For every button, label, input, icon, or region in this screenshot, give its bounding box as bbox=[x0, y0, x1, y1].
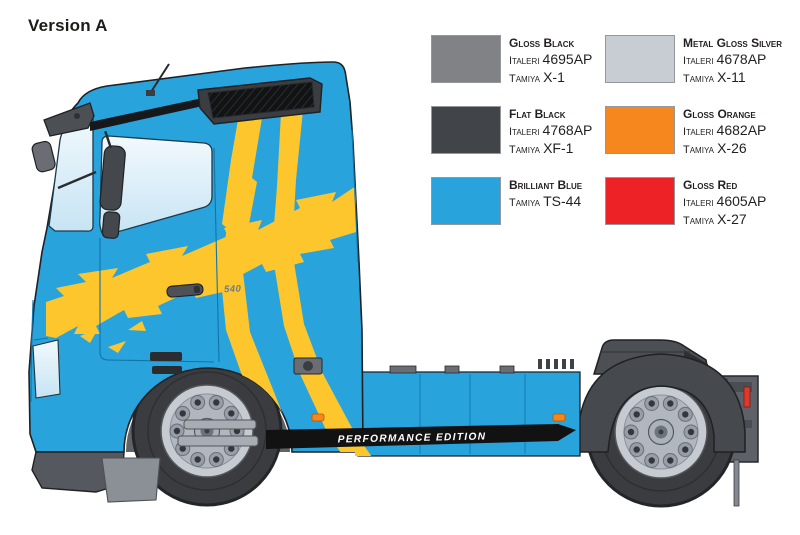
paint-brand-line: Italeri 4678AP bbox=[683, 51, 767, 67]
cab-panel-seams bbox=[30, 129, 359, 403]
rear-mudguard bbox=[577, 353, 746, 453]
paint-name: Gloss Orange bbox=[683, 107, 756, 121]
front-bumper-lower bbox=[31, 451, 161, 503]
kerb-mirror bbox=[31, 140, 56, 173]
catwalk-teeth bbox=[538, 359, 574, 369]
paint-entry-metal-gloss-silver: Metal Gloss Silver Italeri 4678AP Tamiya… bbox=[605, 35, 800, 106]
paint-brand-line: Italeri 4682AP bbox=[683, 122, 767, 138]
paint-brand-line: Tamiya X-26 bbox=[683, 140, 747, 156]
cab-accent-stripe bbox=[90, 96, 212, 131]
paint-swatch bbox=[605, 35, 675, 83]
paint-name: Gloss Red bbox=[683, 178, 738, 192]
paint-name: Gloss Black bbox=[509, 36, 575, 50]
door-handle bbox=[166, 283, 204, 298]
paint-legend: Gloss Black Italeri 4695AP Tamiya X-1 Me… bbox=[431, 35, 800, 248]
paint-brand-line: Tamiya X-11 bbox=[683, 69, 746, 85]
paint-brand-line: Tamiya XF-1 bbox=[509, 140, 574, 156]
paint-entry-gloss-black: Gloss Black Italeri 4695AP Tamiya X-1 bbox=[431, 35, 605, 106]
paint-swatch bbox=[431, 35, 501, 83]
tail-light bbox=[743, 386, 751, 408]
paint-swatch bbox=[605, 106, 675, 154]
cab-windows bbox=[48, 111, 213, 236]
paint-entry-flat-black: Flat Black Italeri 4768AP Tamiya XF-1 bbox=[431, 106, 605, 177]
cab-badge: 540 bbox=[224, 284, 242, 296]
paint-brand-line: Tamiya X-1 bbox=[509, 69, 565, 85]
main-mirror bbox=[99, 130, 126, 239]
paint-brand-line: Italeri 4768AP bbox=[509, 122, 593, 138]
side-marker-light-rear bbox=[552, 413, 566, 422]
performance-edition-text: PERFORMANCE EDITION bbox=[338, 431, 487, 445]
paint-entry-gloss-red: Gloss Red Italeri 4605AP Tamiya X-27 bbox=[605, 177, 800, 248]
page-title: Version A bbox=[28, 16, 108, 35]
side-marker-light-front bbox=[311, 413, 325, 422]
performance-stripe: PERFORMANCE EDITION bbox=[266, 424, 576, 449]
paint-entry-brilliant-blue: Brilliant Blue Tamiya TS-44 bbox=[431, 177, 605, 248]
paint-swatch bbox=[431, 177, 501, 225]
paint-brand-line: Italeri 4695AP bbox=[509, 51, 593, 67]
door-details: 540 bbox=[150, 283, 242, 374]
paint-brand-line: Italeri 4605AP bbox=[683, 193, 767, 209]
paint-swatch bbox=[605, 177, 675, 225]
paint-entry-gloss-orange: Gloss Orange Italeri 4682AP Tamiya X-26 bbox=[605, 106, 800, 177]
paint-swatch bbox=[431, 106, 501, 154]
paint-name: Flat Black bbox=[509, 107, 566, 121]
paint-name: Metal Gloss Silver bbox=[683, 36, 783, 50]
roof-antenna bbox=[146, 63, 170, 96]
roof-deflector-vent bbox=[197, 77, 323, 125]
paint-brand-line: Tamiya X-27 bbox=[683, 211, 747, 227]
paint-name: Brilliant Blue bbox=[509, 178, 583, 192]
entry-steps bbox=[177, 419, 259, 447]
headlight bbox=[32, 339, 61, 399]
chassis-latch-box bbox=[293, 357, 323, 375]
mirrors-and-visor bbox=[31, 102, 126, 239]
yellow-cross-graphics bbox=[46, 110, 374, 456]
mudflap-bracket bbox=[733, 459, 740, 507]
wiper-blade bbox=[57, 170, 97, 190]
paint-brand-line: Tamiya TS-44 bbox=[509, 193, 582, 209]
